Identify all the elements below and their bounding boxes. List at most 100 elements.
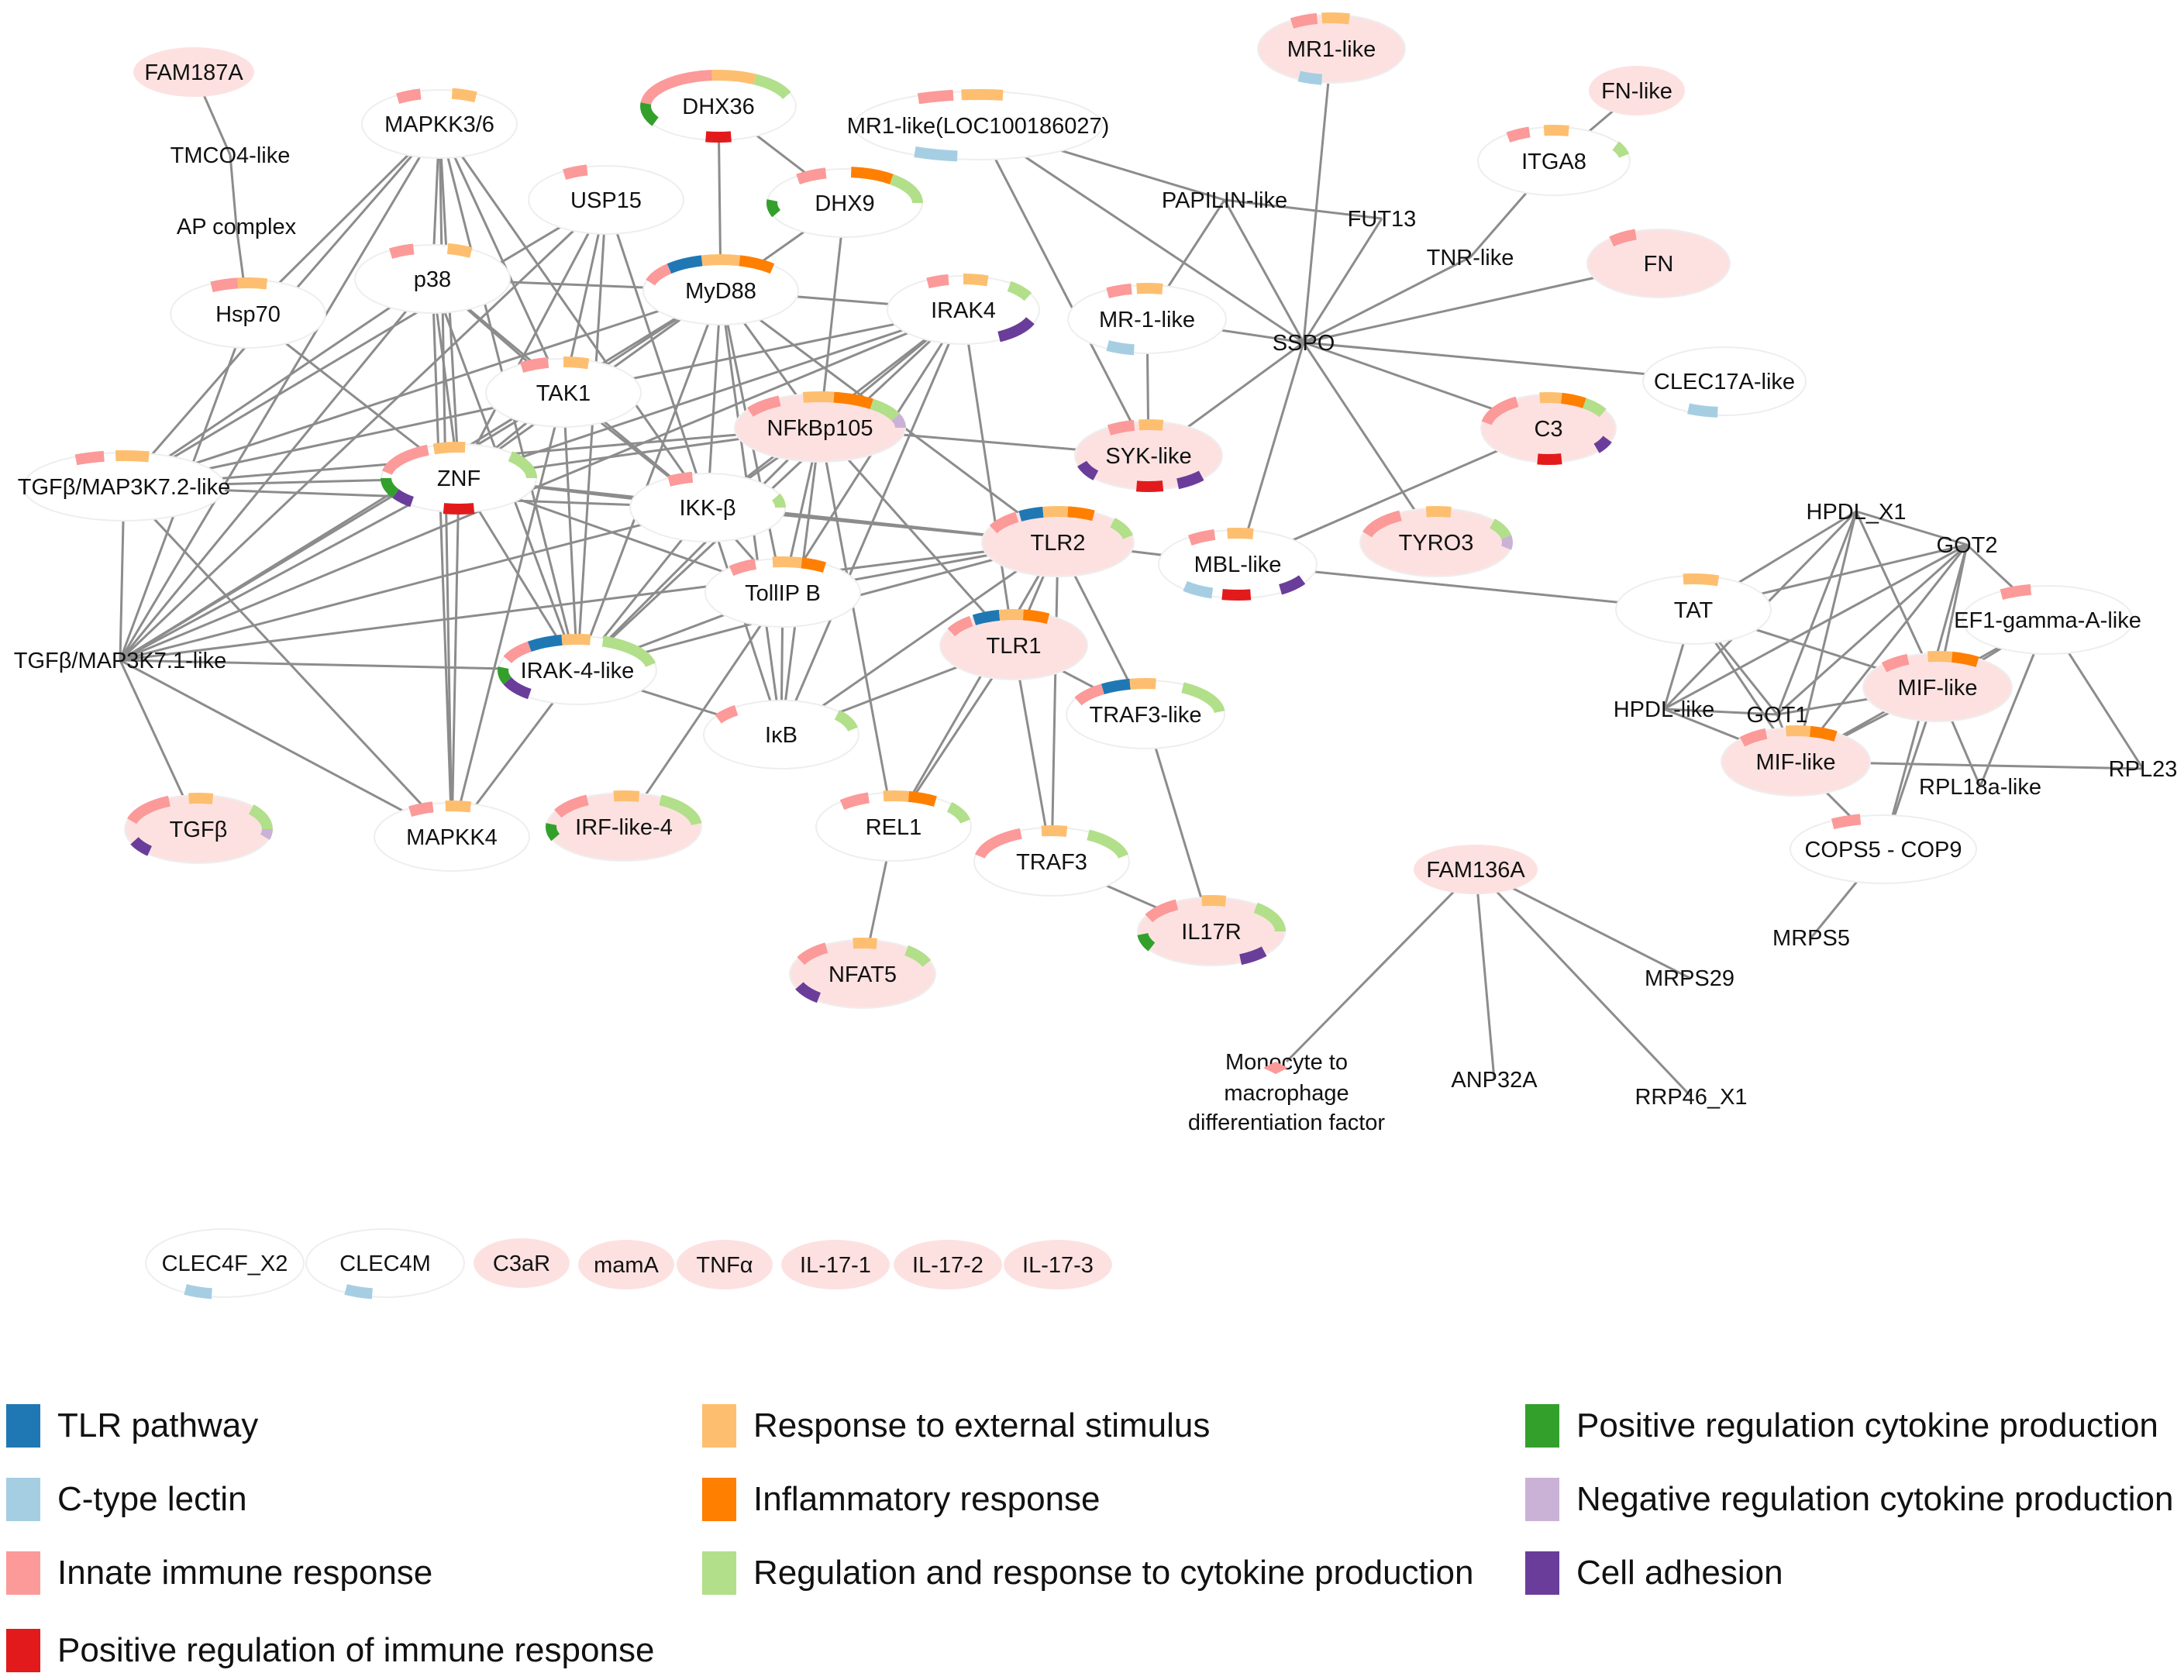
node-CLEC4F[interactable]: CLEC4F_X2 [145, 1228, 305, 1300]
node-NFAT5[interactable]: NFAT5 [789, 938, 936, 1009]
node-TRAF3like[interactable]: TRAF3-like [1066, 678, 1225, 749]
node-bg [677, 1240, 773, 1289]
node-DHX9[interactable]: DHX9 [766, 167, 923, 238]
node-IKKb[interactable]: IKK-β [629, 471, 786, 542]
ring-segment-innate [797, 942, 828, 966]
node-MDF2[interactable]: macrophage [1224, 1081, 1349, 1106]
node-TAK1[interactable]: TAK1 [485, 356, 642, 428]
node-label: mamA [594, 1253, 659, 1278]
node-FAM136A[interactable]: FAM136A [1414, 845, 1538, 894]
node-IL172[interactable]: IL-17-2 [894, 1240, 1002, 1289]
edge-HPDLlike-GOT1 [1663, 707, 1778, 716]
node-EF1g[interactable]: EF1-gamma-A-like [1954, 584, 2141, 655]
edge-TRAF3like-IL17R [1144, 714, 1213, 932]
node-MR1like[interactable]: MR1-like [1257, 12, 1406, 85]
node-TGFb72[interactable]: TGFβ/MAP3K7.2-like [18, 450, 231, 522]
ring-segment-ext [1425, 506, 1452, 518]
node-PAPILIN[interactable]: PAPILIN-like [1162, 188, 1287, 213]
ring-segment-poscyto [381, 477, 399, 498]
ring-segment-adh [1077, 460, 1099, 480]
node-bg [1589, 66, 1685, 115]
node-MIF2[interactable]: MIF-like [1721, 725, 1871, 797]
node-HPDLlike[interactable]: HPDL-like [1614, 697, 1715, 722]
node-label: GOT2 [1937, 533, 1998, 558]
node-MIF1[interactable]: MIF-like [1862, 651, 2013, 722]
node-GOT2[interactable]: GOT2 [1937, 533, 1998, 558]
node-IRAK4like[interactable]: IRAK-4-like [498, 634, 657, 705]
ring-segment-innate [747, 395, 781, 417]
node-C3[interactable]: C3 [1480, 392, 1617, 465]
ring-segment-innate [1881, 653, 1910, 673]
node-FNlike[interactable]: FN-like [1589, 66, 1685, 115]
node-ring-bg [1642, 346, 1807, 416]
node-IL17R[interactable]: IL17R [1137, 895, 1286, 966]
node-CLEC4M[interactable]: CLEC4M [305, 1228, 465, 1300]
node-HPDLX1[interactable]: HPDL_X1 [1807, 500, 1907, 525]
node-FN[interactable]: FN [1586, 229, 1731, 298]
node-TAT[interactable]: TAT [1615, 573, 1772, 645]
node-MR1b[interactable]: MR-1-like [1067, 283, 1227, 356]
node-MRPS5[interactable]: MRPS5 [1772, 926, 1850, 951]
node-SSPO[interactable]: SSPO [1273, 331, 1335, 356]
node-TGFb[interactable]: TGFβ [124, 793, 273, 864]
edge-TAK1-TGFb71 [119, 391, 564, 662]
node-MDF3[interactable]: differentiation factor [1188, 1110, 1386, 1135]
ring-segment-ext [1227, 528, 1254, 539]
node-MDF[interactable]: Monocyte to [1225, 1050, 1348, 1075]
node-TLR1[interactable]: TLR1 [939, 609, 1088, 680]
node-REL1[interactable]: REL1 [815, 790, 972, 862]
node-ANP32A[interactable]: ANP32A [1451, 1068, 1538, 1093]
node-ITGA8[interactable]: ITGA8 [1477, 125, 1631, 196]
node-DHX36[interactable]: DHX36 [640, 70, 797, 143]
node-Hsp70[interactable]: Hsp70 [170, 277, 326, 349]
node-C3aR[interactable]: C3aR [474, 1238, 570, 1288]
node-ring-bg [1790, 814, 1977, 884]
ring-segment-innate [210, 277, 239, 293]
node-RPL23[interactable]: RPL23 [2109, 757, 2178, 782]
node-RPL18a[interactable]: RPL18a-like [1919, 775, 2041, 800]
node-FAM187A[interactable]: FAM187A [133, 47, 254, 97]
node-TMCO4[interactable]: TMCO4-like [171, 143, 291, 168]
node-ZNF[interactable]: ZNF [381, 442, 537, 515]
node-NFkB[interactable]: NFkBp105 [734, 391, 906, 463]
node-IRF4[interactable]: IRF-like-4 [546, 790, 702, 862]
node-IL173[interactable]: IL-17-3 [1004, 1240, 1112, 1289]
node-TRAF3[interactable]: TRAF3 [973, 825, 1130, 897]
node-MAPKK36[interactable]: MAPKK3/6 [361, 88, 518, 159]
node-mamA[interactable]: mamA [578, 1240, 674, 1289]
node-IL171[interactable]: IL-17-1 [781, 1240, 890, 1289]
ring-segment-cyto [946, 802, 971, 825]
node-TYRO3[interactable]: TYRO3 [1359, 506, 1513, 577]
node-label: COPS5 - COP9 [1804, 838, 1962, 862]
ring-segment-innate [2000, 584, 2032, 601]
node-TLR2[interactable]: TLR2 [981, 506, 1135, 577]
node-MRPS29[interactable]: MRPS29 [1645, 966, 1734, 991]
node-MAPKK4[interactable]: MAPKK4 [374, 800, 530, 872]
node-label: IL-17-3 [1022, 1253, 1094, 1278]
edge-USP15-ZNF [457, 199, 608, 479]
node-CLEC17A[interactable]: CLEC17A-like [1642, 346, 1807, 418]
node-COPS5[interactable]: COPS5 - COP9 [1790, 814, 1977, 884]
node-TGFb71[interactable]: TGFβ/MAP3K7.1-like [14, 649, 227, 673]
node-USP15[interactable]: USP15 [528, 164, 684, 235]
node-TollIP[interactable]: TollIP B [704, 556, 861, 628]
node-MyD88[interactable]: MyD88 [642, 254, 799, 325]
node-RRP46[interactable]: RRP46_X1 [1635, 1085, 1747, 1110]
node-IkB[interactable]: IκB [703, 700, 859, 769]
ring-segment-infl [801, 557, 826, 573]
node-TNR[interactable]: TNR-like [1427, 246, 1514, 270]
node-SYK[interactable]: SYK-like [1074, 419, 1223, 492]
node-label: C3aR [493, 1251, 550, 1276]
ring-segment-infl [1022, 609, 1050, 625]
node-GOT1[interactable]: GOT1 [1747, 703, 1808, 728]
node-MR1LOC[interactable]: MR1-like(LOC100186027) [847, 89, 1110, 162]
node-TNFa[interactable]: TNFα [677, 1240, 773, 1289]
node-p38[interactable]: p38 [354, 243, 511, 314]
node-IRAK4[interactable]: IRAK4 [887, 274, 1040, 345]
node-MBL[interactable]: MBL-like [1158, 528, 1318, 601]
node-FUT13[interactable]: FUT13 [1348, 207, 1417, 232]
node-APcomplex[interactable]: AP complex [177, 215, 297, 239]
node-label: differentiation factor [1188, 1110, 1386, 1135]
ring-segment-adh [997, 316, 1035, 343]
edge-TLR2-TRAF3 [1050, 542, 1059, 862]
